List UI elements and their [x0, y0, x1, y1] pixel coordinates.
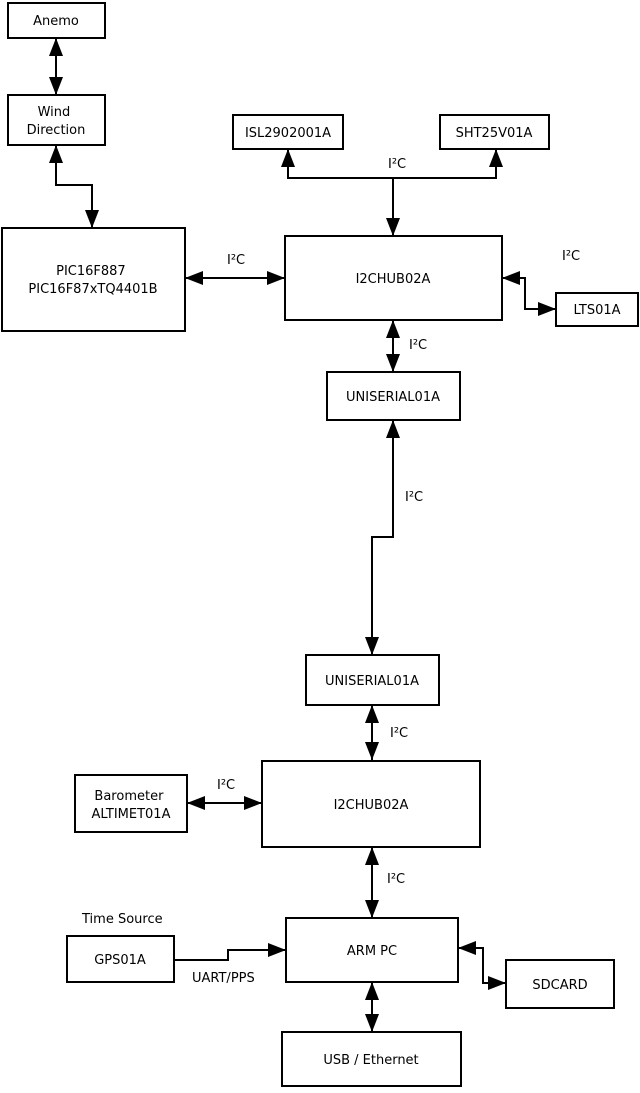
node-armpc: ARM PC	[285, 917, 459, 983]
edge-wind-pic	[49, 145, 99, 228]
edge-gps-armpc	[174, 943, 286, 961]
edge-label-hub2-arm-i2c: I²C	[387, 872, 405, 887]
edge-label-sensors-i2c: I²C	[388, 157, 406, 172]
edge-uniserial1-uniserial2	[365, 420, 400, 655]
edge-i2chub1-lts	[502, 271, 556, 316]
node-usb-ethernet-box	[281, 1031, 462, 1087]
edge-label-time-source: Time Source	[81, 912, 163, 927]
node-i2chub2-label: I2CHUB02A	[334, 798, 409, 813]
node-isl-box	[232, 114, 344, 150]
node-sdcard: SDCARD	[505, 959, 615, 1009]
node-i2chub1-label: I2CHUB02A	[356, 272, 431, 287]
node-gps-box	[66, 935, 175, 983]
edge-label-serial-hub2-i2c: I²C	[390, 726, 408, 741]
node-gps: GPS01A	[66, 935, 175, 983]
node-pic-box	[1, 227, 186, 332]
node-i2chub1-box	[284, 235, 503, 321]
node-i2chub2-box	[261, 760, 481, 848]
node-barometer-label: Barometer ALTIMET01A	[92, 789, 171, 822]
node-isl: ISL2902001A	[232, 114, 344, 150]
node-armpc-box	[285, 917, 459, 983]
edge-label-barometer-i2c: I²C	[217, 778, 235, 793]
node-sht: SHT25V01A	[439, 114, 550, 150]
edge-label-uart-pps: UART/PPS	[192, 971, 255, 986]
node-pic-label: PIC16F887 PIC16F87xTQ4401B	[28, 264, 157, 297]
node-anemo-box	[7, 2, 106, 39]
node-sdcard-box	[505, 959, 615, 1009]
edge-label-hub1-serial-i2c: I²C	[409, 338, 427, 353]
node-uniserial1-box	[326, 371, 461, 421]
node-lts-box	[555, 292, 639, 327]
node-isl-label: ISL2902001A	[245, 126, 331, 141]
edge-armpc-sdcard	[458, 941, 506, 990]
node-usb-ethernet-label: USB / Ethernet	[323, 1053, 418, 1068]
node-armpc-label: ARM PC	[347, 944, 397, 959]
node-uniserial1: UNISERIAL01A	[326, 371, 461, 421]
edge-label-lts-i2c: I²C	[562, 249, 580, 264]
node-anemo-label: Anemo	[33, 14, 79, 29]
node-lts: LTS01A	[555, 292, 639, 327]
node-gps-label: GPS01A	[94, 953, 146, 968]
node-wind-direction-label: Wind Direction	[27, 105, 86, 138]
node-barometer-box	[74, 774, 188, 833]
node-i2chub2: I2CHUB02A	[261, 760, 481, 848]
edge-label-pic-i2c: I²C	[227, 253, 245, 268]
node-sht-label: SHT25V01A	[456, 126, 533, 141]
node-wind-direction-box	[7, 94, 106, 146]
node-sdcard-label: SDCARD	[532, 978, 587, 993]
node-lts-label: LTS01A	[573, 303, 620, 318]
node-uniserial2: UNISERIAL01A	[305, 654, 440, 706]
node-uniserial2-box	[305, 654, 440, 706]
node-uniserial2-label: UNISERIAL01A	[325, 674, 419, 689]
node-wind-direction: Wind Direction	[7, 94, 106, 146]
node-pic: PIC16F887 PIC16F87xTQ4401B	[1, 227, 186, 332]
node-uniserial1-label: UNISERIAL01A	[346, 390, 440, 405]
node-usb-ethernet: USB / Ethernet	[281, 1031, 462, 1087]
node-barometer: Barometer ALTIMET01A	[74, 774, 188, 833]
edge-label-serial-serial-i2c: I²C	[405, 490, 423, 505]
node-anemo: Anemo	[7, 2, 106, 39]
node-i2chub1: I2CHUB02A	[284, 235, 503, 321]
node-sht-box	[439, 114, 550, 150]
